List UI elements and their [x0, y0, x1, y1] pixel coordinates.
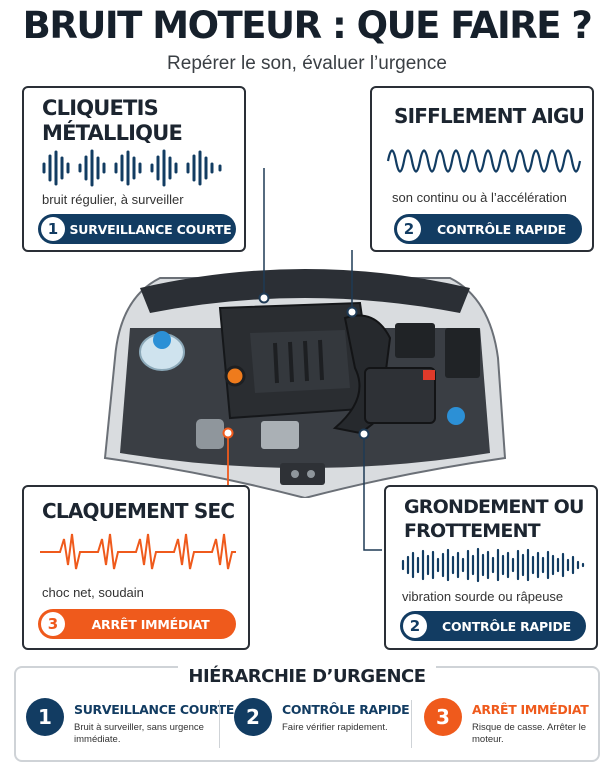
card-cliquetis-desc: bruit régulier, à surveiller [42, 192, 184, 207]
card-sifflement-badge: 2 CONTRÔLE RAPIDE [394, 214, 582, 244]
badge-label: SURVEILLANCE COURTE [69, 221, 232, 237]
badge-number: 1 [41, 217, 65, 241]
waveform-icon [42, 149, 222, 187]
card-cliquetis-title-line1: CLIQUETIS [42, 96, 159, 120]
urgency-hierarchy-panel: HIÉRARCHIE D’URGENCE 1 SURVEILLANCE COUR… [14, 666, 600, 762]
badge-number: 3 [41, 612, 65, 636]
card-claquement-badge: 3 ARRÊT IMMÉDIAT [38, 609, 236, 639]
card-cliquetis-title: CLIQUETIS MÉTALLIQUE [42, 96, 183, 146]
urgency-hierarchy-title: HIÉRARCHIE D’URGENCE [16, 666, 598, 687]
hierarchy-desc-3: Risque de casse. Arrêter le moteur. [472, 722, 587, 745]
card-sifflement-desc: son continu ou à l’accélération [392, 190, 567, 205]
card-grondement-title-line1: GRONDEMENT OU [404, 496, 584, 518]
hierarchy-divider [219, 700, 220, 748]
badge-number: 2 [397, 217, 421, 241]
hierarchy-label-1: SURVEILLANCE COURTE [74, 702, 235, 717]
hierarchy-item-2: 2 CONTRÔLE RAPIDE Faire vérifier rapidem… [234, 698, 410, 754]
badge-label: ARRÊT IMMÉDIAT [91, 616, 210, 632]
hierarchy-label-2: CONTRÔLE RAPIDE [282, 702, 410, 717]
hierarchy-desc-2: Faire vérifier rapidement. [282, 722, 388, 733]
page-title: BRUIT MOTEUR : QUE FAIRE ? [22, 4, 593, 47]
card-grondement-desc: vibration sourde ou râpeuse [402, 589, 564, 604]
spike-wave-icon [40, 533, 236, 570]
card-grondement-badge: 2 CONTRÔLE RAPIDE [400, 611, 586, 641]
card-cliquetis-title-line2: MÉTALLIQUE [42, 121, 183, 145]
badge-label: CONTRÔLE RAPIDE [442, 618, 571, 634]
urgency-hierarchy-title-text: HIÉRARCHIE D’URGENCE [178, 666, 436, 687]
hierarchy-item-1: 1 SURVEILLANCE COURTE Bruit à surveiller… [26, 698, 234, 754]
hierarchy-desc-1: Bruit à surveiller, sans urgence immédia… [74, 722, 204, 746]
card-grondement-title: GRONDEMENT OU FROTTEMENT [404, 495, 584, 543]
badge-label: CONTRÔLE RAPIDE [437, 221, 566, 237]
hierarchy-item-3: 3 ARRÊT IMMÉDIAT Risque de casse. Arrête… [424, 698, 598, 754]
card-grondement-title-line2: FROTTEMENT [404, 520, 541, 542]
sine-wave-icon [386, 149, 582, 173]
page-subtitle: Repérer le son, évaluer l’urgence [167, 53, 447, 74]
card-grondement: GRONDEMENT OU FROTTEMENT vibration sourd… [384, 485, 598, 650]
hierarchy-label-3: ARRÊT IMMÉDIAT [472, 702, 589, 717]
card-sifflement: SIFFLEMENT AIGU son continu ou à l’accél… [370, 86, 594, 252]
engine-bay-illustration [103, 269, 507, 498]
hierarchy-number-1: 1 [26, 698, 64, 736]
card-claquement-title: CLAQUEMENT SEC [42, 499, 235, 523]
hierarchy-number-2: 2 [234, 698, 272, 736]
card-claquement-desc: choc net, soudain [42, 585, 144, 600]
card-cliquetis-badge: 1 SURVEILLANCE COURTE [38, 214, 236, 244]
hierarchy-desc-1-line1: Bruit à surveiller, sans urgence [74, 722, 204, 733]
hierarchy-number-3: 3 [424, 698, 462, 736]
card-cliquetis: CLIQUETIS MÉTALLIQUE bruit régulier, à s… [22, 86, 246, 252]
card-sifflement-title: SIFFLEMENT AIGU [394, 104, 585, 128]
hierarchy-desc-1-line2: immédiate. [74, 734, 121, 745]
card-claquement: CLAQUEMENT SEC choc net, soudain 3 ARRÊT… [22, 485, 250, 650]
badge-number: 2 [403, 614, 427, 638]
dense-wave-icon [401, 547, 585, 583]
hierarchy-divider [411, 700, 412, 748]
